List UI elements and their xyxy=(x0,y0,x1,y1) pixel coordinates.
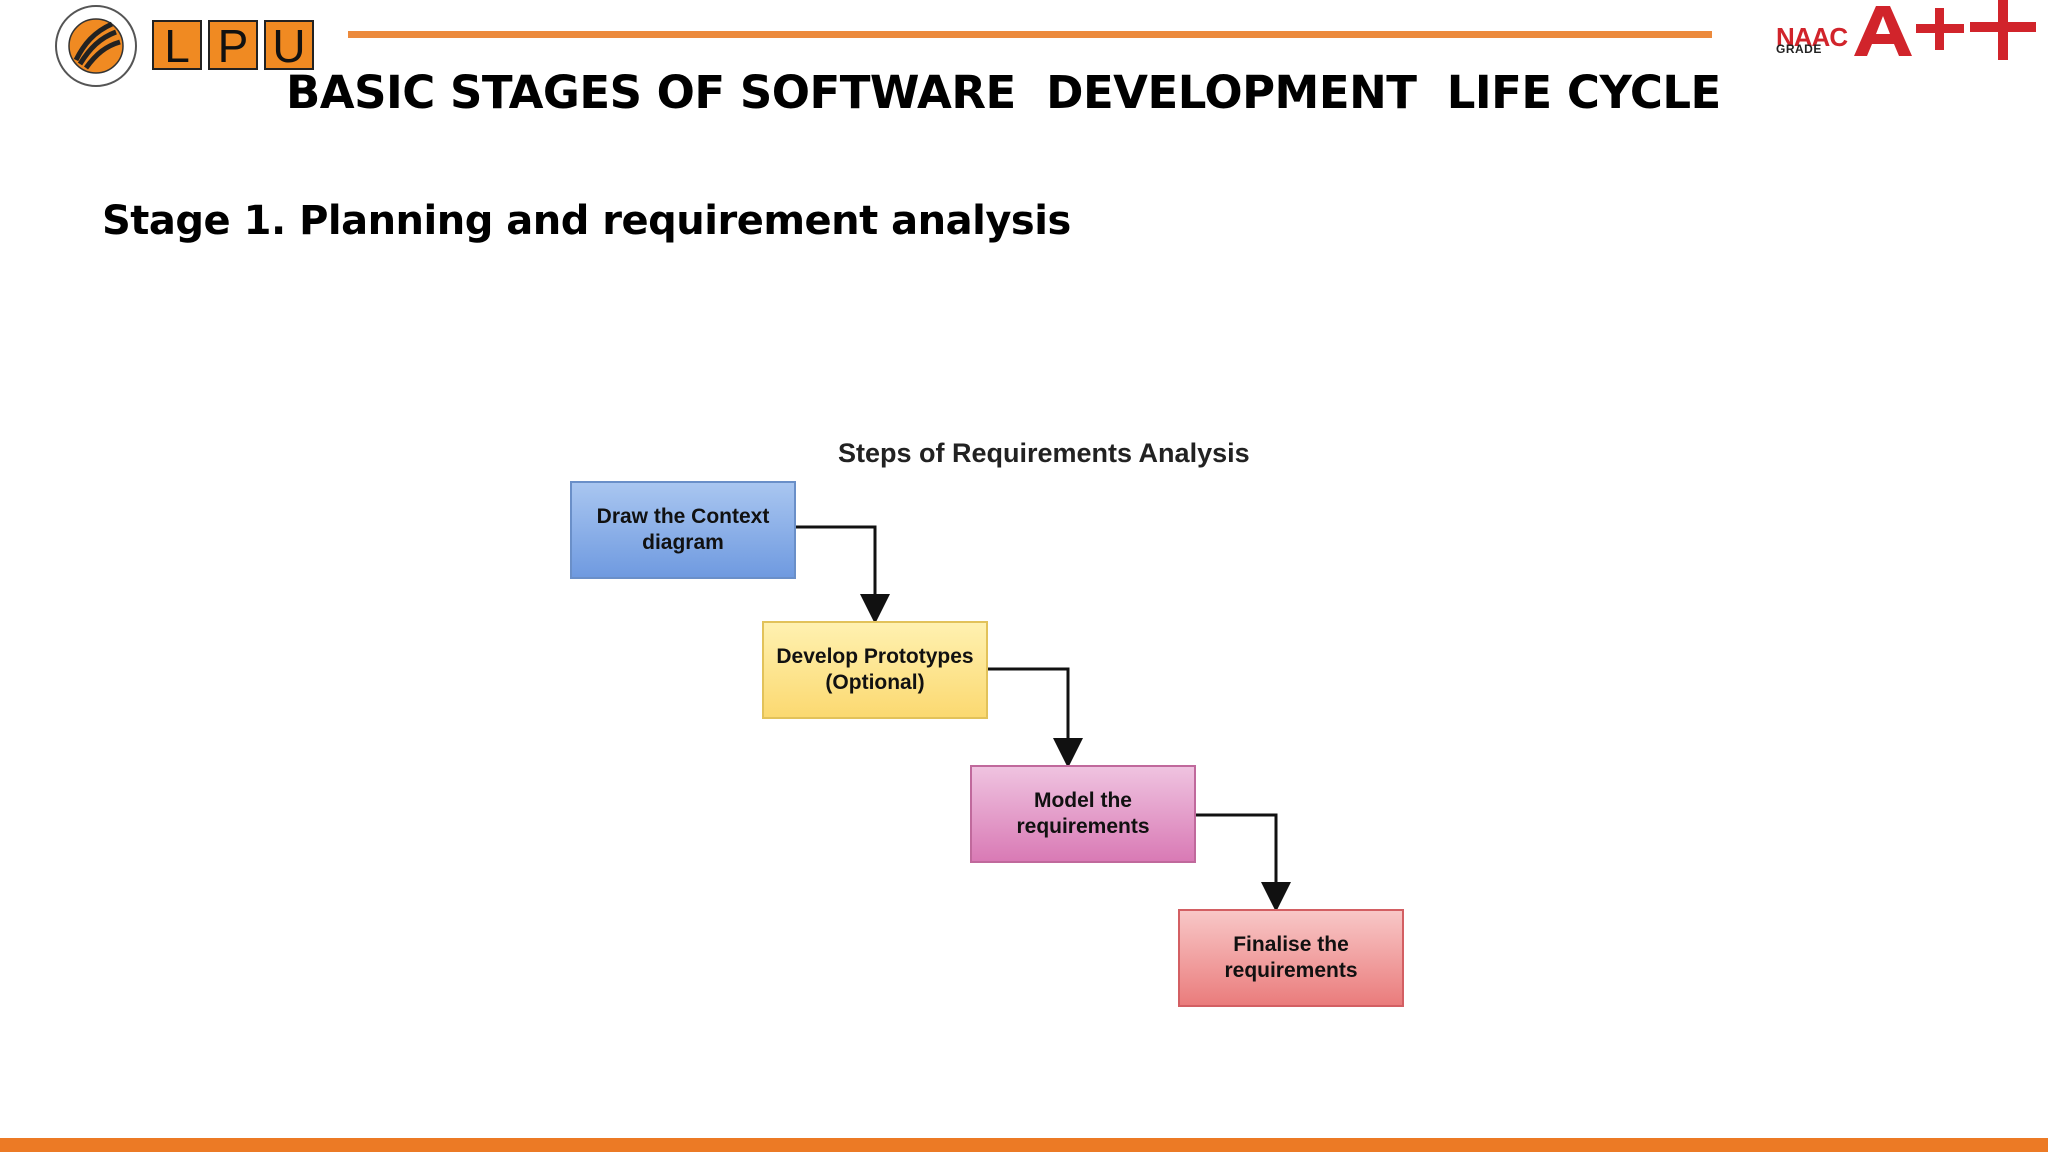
footer-bar xyxy=(0,1138,2048,1152)
naac-label: NAAC xyxy=(1776,22,1848,52)
step-label: Finalise the requirements xyxy=(1224,933,1358,982)
step-draw-context-diagram: Draw the Context diagram xyxy=(570,481,796,579)
step-model-requirements: Model the requirements xyxy=(970,765,1196,863)
university-seal-logo xyxy=(55,5,137,87)
grade-a-plus-plus-icon xyxy=(1854,0,2036,60)
naac-grade-label: GRADE xyxy=(1776,42,1822,56)
connector-step2-to-step3 xyxy=(988,667,1083,768)
connector-step3-to-step4 xyxy=(1196,813,1291,912)
step-label: Model the requirements xyxy=(1016,789,1150,838)
step-develop-prototypes: Develop Prototypes (Optional) xyxy=(762,621,988,719)
logo-letter-l: L xyxy=(152,20,202,70)
diagram-title: Steps of Requirements Analysis xyxy=(838,438,1250,468)
step-label: Develop Prototypes (Optional) xyxy=(776,645,974,694)
step-finalise-requirements: Finalise the requirements xyxy=(1178,909,1404,1007)
logo-letter-u: U xyxy=(264,20,314,70)
header-divider-line xyxy=(348,31,1712,38)
connector-step1-to-step2 xyxy=(796,525,890,624)
naac-accreditation-badge: NAAC GRADE xyxy=(1774,0,2044,64)
slide-title: BASIC STAGES OF SOFTWARE DEVELOPMENT LIF… xyxy=(286,66,1721,119)
stage-heading: Stage 1. Planning and requirement analys… xyxy=(102,198,1071,244)
logo-letter-p: P xyxy=(208,20,258,70)
step-label: Draw the Context diagram xyxy=(596,505,770,554)
